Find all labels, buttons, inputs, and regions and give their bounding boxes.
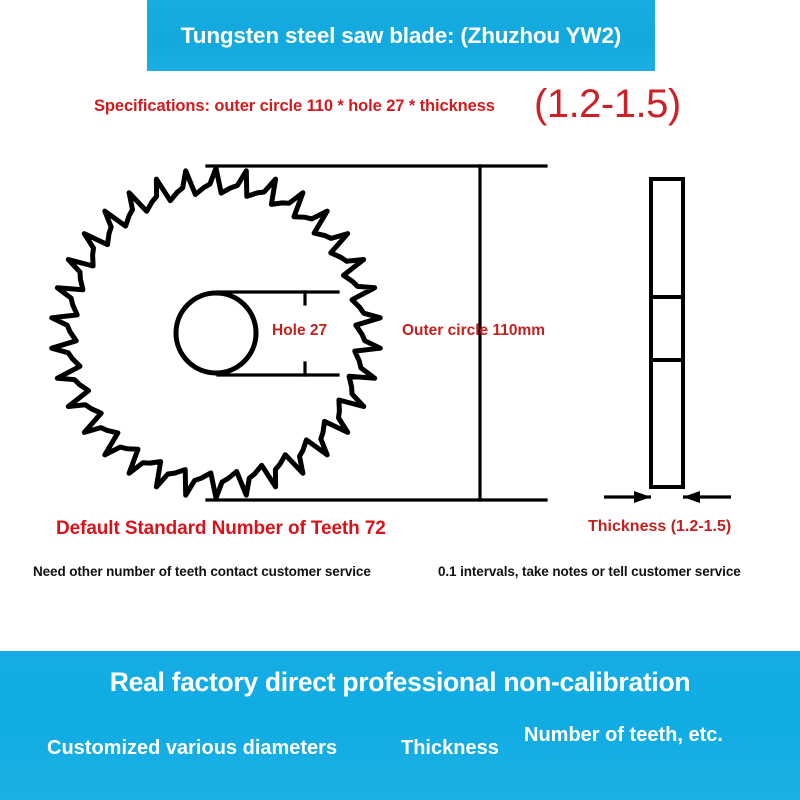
specification-text: Specifications: outer circle 110 * hole …	[94, 97, 495, 115]
thickness-arrow-left	[634, 491, 651, 503]
saw-blade-front-view	[49, 165, 383, 501]
specification-line: Specifications: outer circle 110 * hole …	[94, 82, 714, 134]
thickness-arrow-right	[683, 491, 700, 503]
thickness-note-subtitle: 0.1 intervals, take notes or tell custom…	[438, 564, 741, 579]
footer-headline: Real factory direct professional non-cal…	[109, 667, 691, 697]
thickness-dimension	[604, 491, 731, 503]
footer-feature-diameters: Customized various diameters	[47, 737, 338, 759]
specification-thickness-range: (1.2-1.5)	[534, 82, 681, 126]
blade-bore-circle	[173, 290, 259, 376]
default-teeth-note-subtitle: Need other number of teeth contact custo…	[33, 564, 371, 579]
product-title: Tungsten steel saw blade: (Zhuzhou YW2)	[180, 22, 622, 48]
footer-feature-thickness: Thickness	[401, 737, 499, 759]
outer-circle-dimension-label: Outer circle 110mm	[402, 322, 546, 339]
side-view-body	[649, 177, 685, 489]
hole-dimension-label: Hole 27	[272, 322, 328, 339]
footer-banner: Real factory direct professional non-cal…	[0, 651, 800, 800]
saw-blade-side-view	[649, 177, 685, 489]
default-teeth-note-title: Default Standard Number of Teeth 72	[56, 518, 386, 539]
footer-feature-teeth: Number of teeth, etc.	[524, 724, 723, 746]
header-banner: Tungsten steel saw blade: (Zhuzhou YW2)	[147, 0, 655, 71]
thickness-dimension-label: Thickness (1.2-1.5)	[588, 518, 732, 535]
